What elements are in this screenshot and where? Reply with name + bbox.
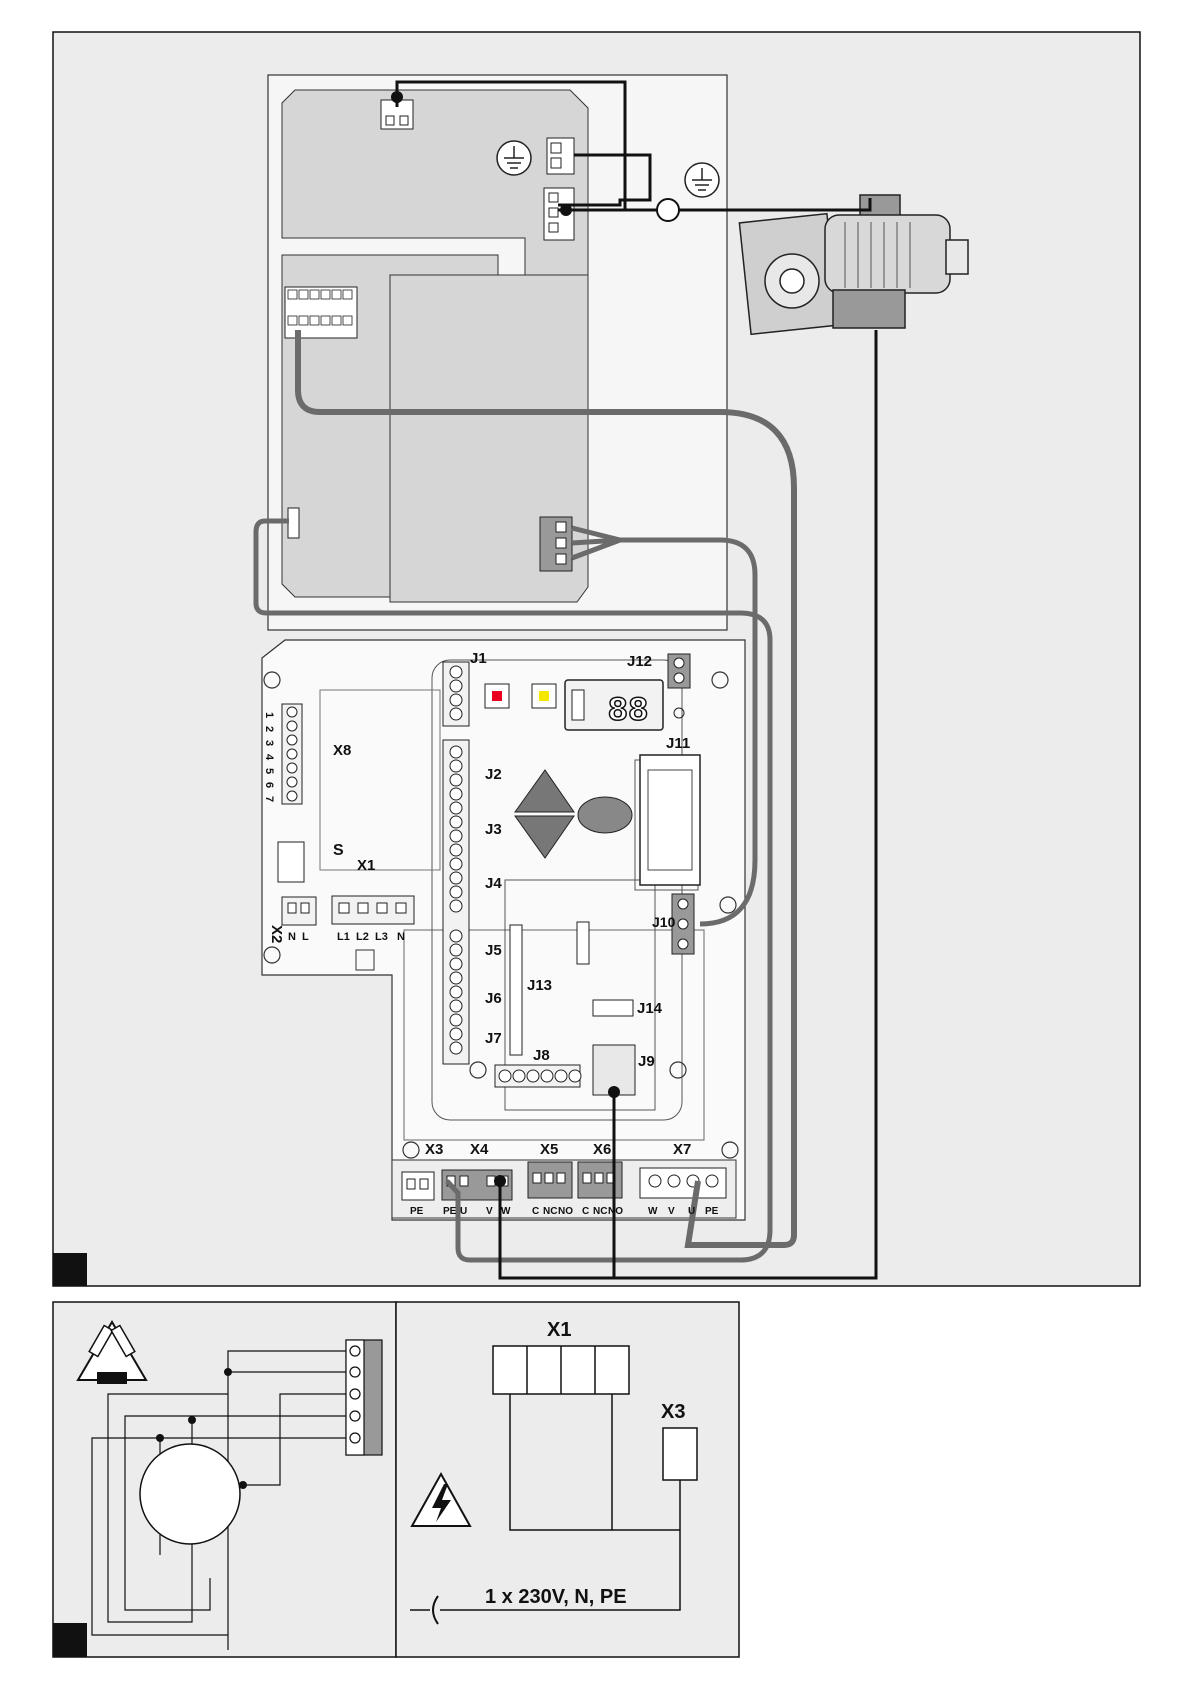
label-x3: X3 [425,1141,443,1158]
top-panel-marker [53,1253,87,1286]
j-connector-column [443,662,469,1064]
x2-pin: L [302,931,309,943]
x6-pin: C [582,1206,589,1217]
label-x7: X7 [673,1141,691,1158]
red-led-indicator [492,691,502,701]
upper-terminal-earth [547,138,574,174]
supply-x3-label: X3 [661,1401,685,1423]
x6-pin: NO [608,1206,623,1217]
x4-pin: W [501,1206,511,1217]
label-x6: X6 [593,1141,611,1158]
label-x2: X2 [268,925,285,943]
x7-pin: U [688,1206,695,1217]
yellow-led-indicator [539,691,549,701]
earth-symbol-icon [685,163,719,197]
x3-pin: PE [410,1206,424,1217]
label-j11: J11 [666,735,690,752]
label-j2: J2 [485,766,502,783]
label-j7: J7 [485,1030,502,1047]
x5-pin: NC [543,1206,557,1217]
x6-pin: NC [593,1206,607,1217]
x8-pin: 6 [263,782,275,788]
x4-pin: U [460,1206,467,1217]
x7-pin: V [668,1206,675,1217]
label-j12: J12 [627,653,652,670]
label-x4: X4 [470,1141,489,1158]
upper-terminal-j10-side [540,517,572,571]
label-j5: J5 [485,942,502,959]
x5-pin: C [532,1206,539,1217]
x7-pin: W [648,1206,658,1217]
x4-pin: V [486,1206,493,1217]
supply-x1-label: X1 [547,1319,571,1341]
label-j13: J13 [527,977,552,994]
motor-terminal-strip [346,1340,382,1455]
terminal-x5 [528,1162,572,1198]
label-j1: J1 [470,650,487,667]
label-j14: J14 [637,1000,663,1017]
x8-pin: 7 [263,796,275,802]
x8-pin: 2 [263,726,275,732]
label-j6: J6 [485,990,502,1007]
upper-terminal-small [288,508,299,538]
motor-circle [140,1444,240,1544]
x8-pin: 3 [263,740,275,746]
label-x1: X1 [357,857,375,874]
x5-pin: NO [558,1206,573,1217]
x8-pin: 1 [263,712,275,718]
terminal-x3 [402,1172,434,1200]
x1-pin: N [397,931,405,943]
bottom-pin-labels: PE PE U V W C NC NO C NC NO W V U PE [410,1206,719,1217]
x4-pin: PE [443,1206,457,1217]
ok-button[interactable] [578,797,632,833]
label-j10: J10 [652,914,676,930]
x1-pin: L1 [337,931,350,943]
x1-pin: L3 [375,931,388,943]
label-j9: J9 [638,1053,655,1070]
earth-symbol-icon [497,141,531,175]
label-s: S [333,842,344,859]
upper-control-box [268,75,727,630]
x2-pin: N [288,931,296,943]
power-pin-labels: N L L1 L2 L3 N [288,931,405,943]
display-readout: 88 [608,693,649,731]
label-x5: X5 [540,1141,558,1158]
label-j8: J8 [533,1047,550,1064]
supply-text: 1 x 230V, N, PE [485,1586,627,1608]
x8-pin: 4 [263,754,275,761]
bottom-panel-marker [53,1623,87,1657]
x1-pin: L2 [356,931,369,943]
x7-pin: PE [705,1206,719,1217]
x8-pin: 5 [263,768,275,774]
label-j4: J4 [485,875,502,892]
label-j3: J3 [485,821,502,838]
label-x8: X8 [333,742,351,759]
terminal-x7 [640,1168,726,1198]
